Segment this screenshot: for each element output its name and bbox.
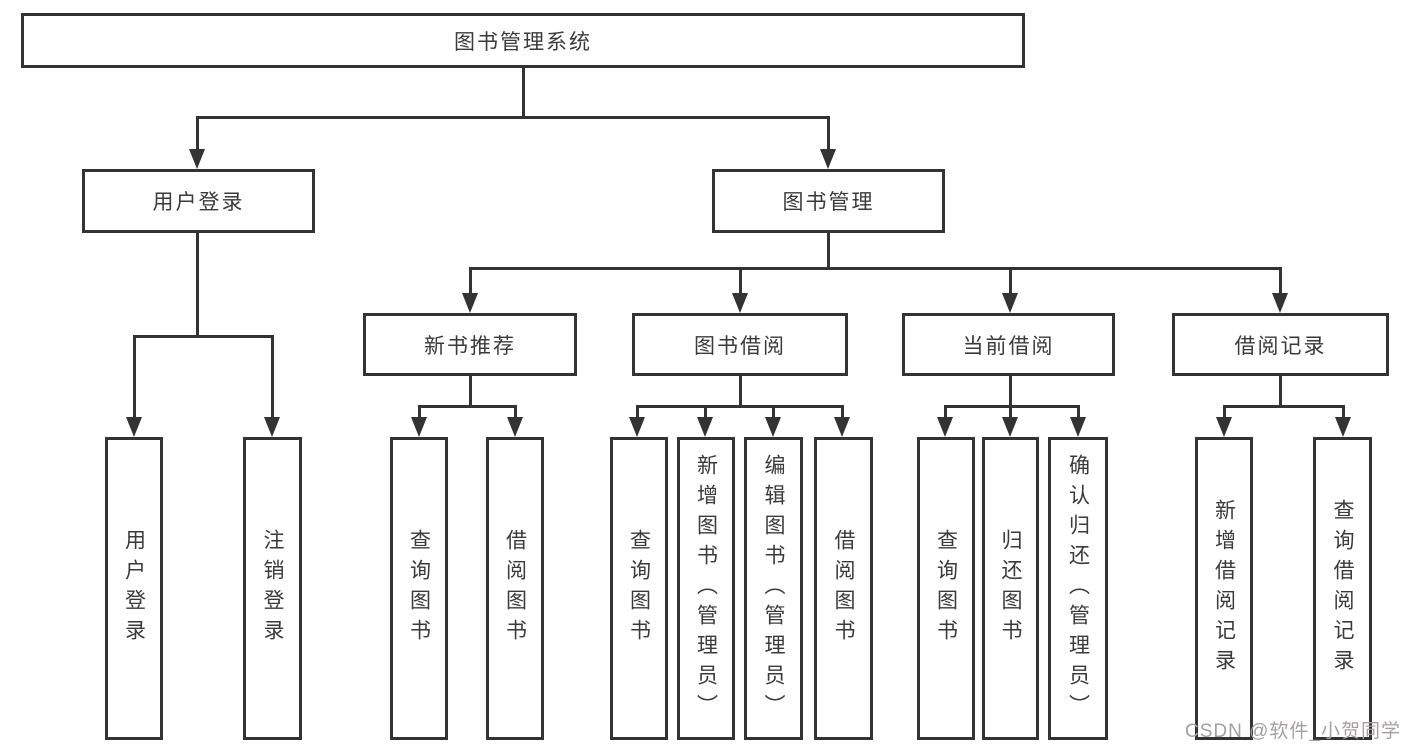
connector-vline (827, 233, 830, 270)
connector-vline (827, 116, 830, 153)
watermark: CSDN @软件_小贺同学 (1185, 721, 1401, 742)
leaf-user-login: 用户登录 (105, 437, 163, 740)
connector-vline (1279, 376, 1282, 407)
leaf-query-books: 查询图书 (610, 437, 668, 740)
node-label: 用户登录 (152, 191, 245, 214)
arrowhead-icon (189, 149, 205, 169)
connector-hline (196, 116, 830, 119)
connector-hline (636, 405, 844, 408)
leaf-borrow-books: 借阅图书 (486, 437, 544, 740)
node-borrow-records: 借阅记录 (1172, 313, 1389, 376)
node-label: 新增借阅记录 (1212, 498, 1236, 679)
connector-vline (841, 405, 844, 422)
connector-hline (418, 405, 517, 408)
node-book-management: 图书管理 (712, 169, 945, 233)
node-label: 图书管理 (782, 191, 875, 214)
node-label: 归还图书 (999, 528, 1022, 649)
connector-vline (469, 376, 472, 407)
node-label: 用户登录 (122, 528, 146, 649)
arrowhead-icon (834, 417, 850, 437)
connector-hline (944, 405, 1080, 408)
node-label: 当前借阅 (962, 334, 1055, 358)
connector-vline (196, 233, 199, 338)
arrowhead-icon (820, 149, 836, 169)
leaf-logout: 注销登录 (243, 437, 302, 740)
node-label: 编辑图书（管理员） (762, 453, 785, 724)
leaf-add-borrow-record: 新增借阅记录 (1195, 437, 1253, 740)
node-label: 图书管理系统 (454, 30, 592, 54)
connector-vline (514, 405, 517, 422)
arrowhead-icon (1216, 417, 1232, 437)
connector-vline (636, 405, 639, 422)
node-label: 查询借阅记录 (1331, 498, 1354, 679)
arrowhead-icon (126, 417, 142, 437)
arrowhead-icon (264, 417, 280, 437)
connector-vline (1077, 405, 1080, 422)
node-current-borrow: 当前借阅 (902, 313, 1115, 376)
arrowhead-icon (697, 417, 713, 437)
node-label: 新书推荐 (424, 334, 516, 358)
leaf-query-books: 查询图书 (390, 437, 448, 740)
arrowhead-icon (1335, 417, 1351, 437)
connector-vline (418, 405, 421, 422)
leaf-query-books: 查询图书 (917, 437, 975, 740)
arrowhead-icon (629, 417, 645, 437)
node-label: 确认归还（管理员） (1066, 453, 1090, 724)
node-label: 借阅图书 (832, 528, 855, 649)
connector-vline (739, 376, 742, 407)
connector-vline (739, 267, 742, 298)
arrowhead-icon (732, 293, 748, 313)
connector-vline (1009, 405, 1012, 422)
connector-hline (1223, 405, 1345, 408)
node-label: 注销登录 (261, 528, 284, 649)
connector-vline (1223, 405, 1226, 422)
connector-vline (1009, 267, 1012, 298)
connector-vline (469, 267, 472, 298)
connector-vline (196, 116, 199, 153)
node-label: 新增图书（管理员） (694, 453, 718, 724)
connector-vline (522, 68, 525, 118)
node-library-management-system: 图书管理系统 (21, 13, 1025, 68)
arrowhead-icon (507, 417, 523, 437)
leaf-query-borrow-record: 查询借阅记录 (1313, 437, 1372, 740)
connector-hline (469, 267, 1282, 270)
arrowhead-icon (1002, 417, 1018, 437)
node-label: 借阅图书 (503, 528, 527, 649)
node-user-login: 用户登录 (82, 169, 315, 233)
arrowhead-icon (937, 417, 953, 437)
leaf-borrow-books: 借阅图书 (814, 437, 873, 740)
node-book-borrow: 图书借阅 (632, 313, 848, 376)
leaf-edit-books-admin: 编辑图书（管理员） (744, 437, 803, 740)
connector-vline (1342, 405, 1345, 422)
connector-vline (1279, 267, 1282, 298)
leaf-add-books-admin: 新增图书（管理员） (677, 437, 735, 740)
connector-vline (133, 335, 136, 421)
arrowhead-icon (765, 417, 781, 437)
arrowhead-icon (462, 293, 478, 313)
connector-vline (944, 405, 947, 422)
node-label: 查询图书 (627, 528, 651, 649)
node-new-book-recommend: 新书推荐 (363, 313, 577, 376)
connector-vline (1009, 376, 1012, 407)
connector-vline (772, 405, 775, 422)
arrowhead-icon (411, 417, 427, 437)
connector-vline (271, 335, 274, 421)
node-label: 图书借阅 (694, 334, 786, 358)
node-label: 借阅记录 (1234, 334, 1327, 358)
leaf-return-books: 归还图书 (982, 437, 1039, 740)
connector-vline (704, 405, 707, 422)
arrowhead-icon (1002, 293, 1018, 313)
leaf-confirm-return-admin: 确认归还（管理员） (1048, 437, 1108, 740)
node-label: 查询图书 (407, 528, 431, 649)
node-label: 查询图书 (934, 528, 958, 649)
connector-hline (133, 335, 274, 338)
arrowhead-icon (1070, 417, 1086, 437)
arrowhead-icon (1272, 293, 1288, 313)
